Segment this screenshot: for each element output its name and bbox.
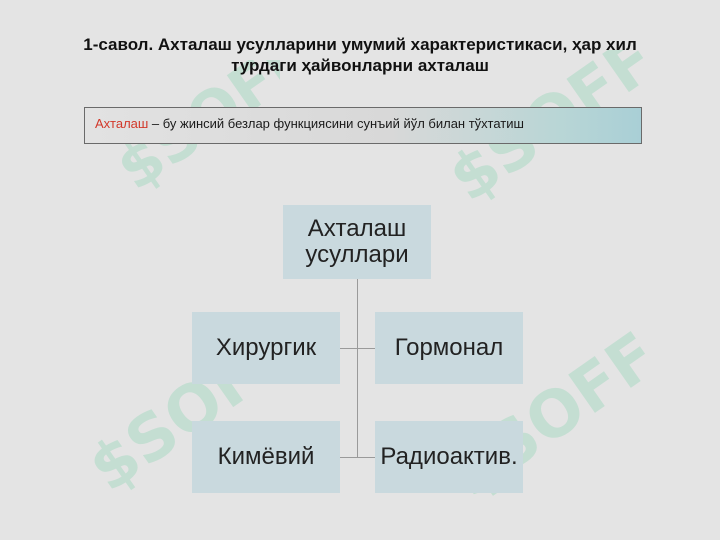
connector-right-1: [357, 348, 375, 349]
slide-title: 1-савол. Ахталаш усулларини умумий харак…: [40, 34, 680, 76]
definition-box: Ахталаш – бу жинсий безлар функциясини с…: [84, 107, 642, 144]
connector-right-2: [357, 457, 375, 458]
root-label-line-2: усуллари: [305, 241, 409, 268]
method-node-hormonal: Гормонал: [375, 312, 523, 384]
method-node-chemical: Кимёвий: [192, 421, 340, 493]
definition-term: Ахталаш: [95, 116, 149, 131]
title-line-2: турдаги ҳайвонларни ахталаш: [231, 56, 489, 75]
diagram-root-node: Ахталаш усуллари: [283, 205, 431, 279]
title-line-1: 1-савол. Ахталаш усулларини умумий харак…: [83, 35, 637, 54]
root-label-line-1: Ахталаш: [307, 215, 407, 242]
connector-trunk: [357, 279, 358, 457]
method-node-surgical: Хирургик: [192, 312, 340, 384]
definition-text: – бу жинсий безлар функциясини сунъий йў…: [148, 116, 524, 131]
connector-left-1: [340, 348, 357, 349]
method-node-radioactive: Радиоактив.: [375, 421, 523, 493]
connector-left-2: [340, 457, 357, 458]
